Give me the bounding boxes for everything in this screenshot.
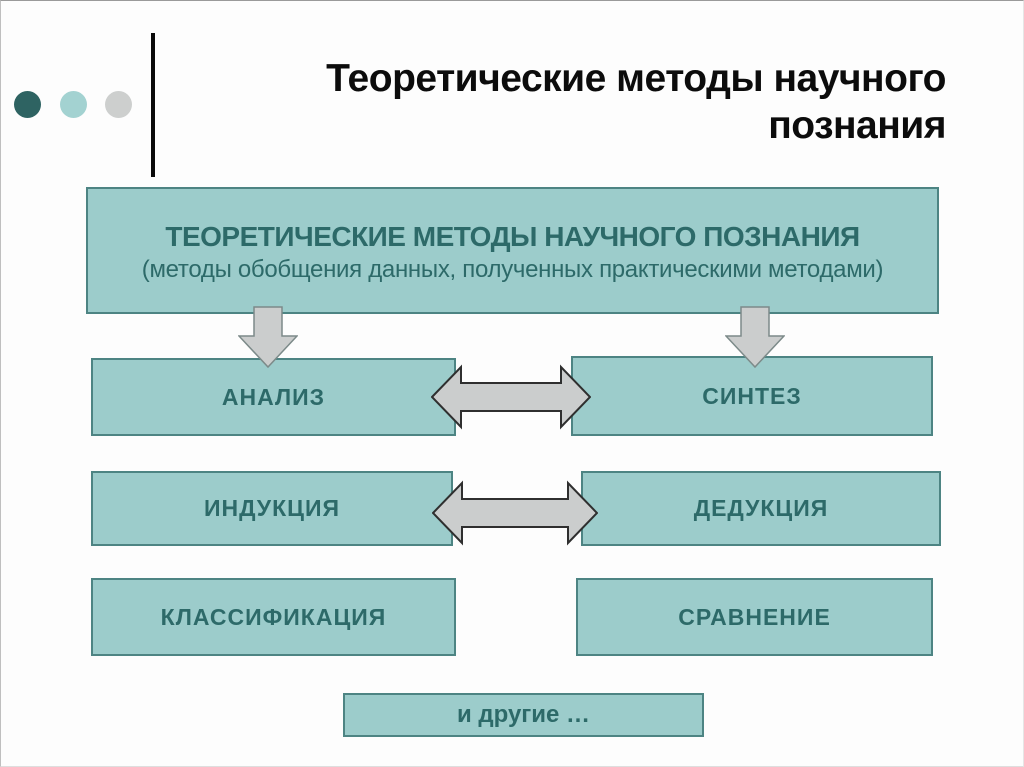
decor-circle-dark bbox=[14, 91, 41, 118]
box-induction: ИНДУКЦИЯ bbox=[91, 471, 453, 546]
main-methods-box: ТЕОРЕТИЧЕСКИЕ МЕТОДЫ НАУЧНОГО ПОЗНАНИЯ (… bbox=[86, 187, 939, 314]
box-deduction: ДЕДУКЦИЯ bbox=[581, 471, 941, 546]
main-box-heading: ТЕОРЕТИЧЕСКИЕ МЕТОДЫ НАУЧНОГО ПОЗНАНИЯ bbox=[165, 221, 860, 252]
box-comparison: СРАВНЕНИЕ bbox=[576, 578, 933, 656]
decor-circle-teal bbox=[60, 91, 87, 118]
main-box-subheading: (методы обобщения данных, полученных пра… bbox=[141, 256, 884, 283]
down-arrow-icon bbox=[238, 306, 298, 369]
box-analysis: АНАЛИЗ bbox=[91, 358, 456, 436]
slide-title: Теоретические методы научного познания bbox=[326, 57, 946, 147]
double-arrow-icon bbox=[431, 364, 591, 430]
double-arrow-icon bbox=[432, 480, 598, 546]
box-classification: КЛАССИФИКАЦИЯ bbox=[91, 578, 456, 656]
box-others: и другие … bbox=[343, 693, 704, 737]
decor-circle-gray bbox=[105, 91, 132, 118]
decor-vertical-line bbox=[151, 33, 155, 177]
down-arrow-icon bbox=[725, 306, 785, 369]
box-synthesis: СИНТЕЗ bbox=[571, 356, 933, 436]
